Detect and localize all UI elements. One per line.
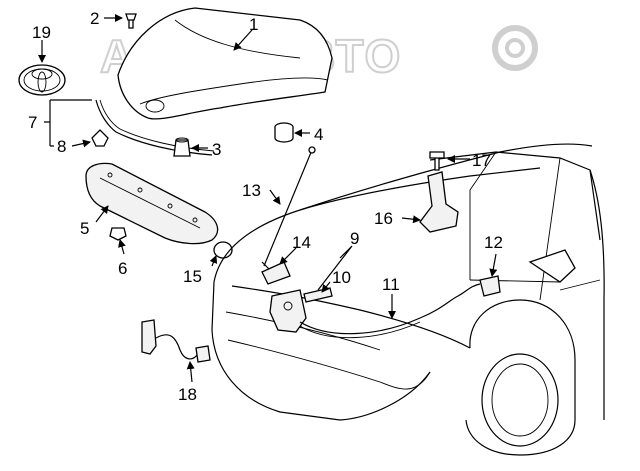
callout-7: 7 [28, 113, 37, 132]
hood-release-cable [299, 283, 481, 339]
vehicle-front [211, 143, 605, 456]
hood-hinge [419, 171, 459, 233]
insulator-clip [109, 227, 127, 241]
callout-3: 3 [212, 140, 221, 159]
hood-insulator [85, 162, 219, 245]
callout-4: 4 [314, 125, 323, 144]
callout-16: 16 [374, 209, 393, 228]
callout-2: 2 [90, 9, 99, 28]
release-cable-assembly [141, 319, 211, 363]
rod-holder [213, 241, 233, 259]
hood-lock [261, 261, 333, 333]
retainer-clip [91, 129, 109, 147]
callout-5: 5 [80, 219, 89, 238]
callout-17: 17 [472, 151, 491, 170]
callout-18: 18 [178, 385, 197, 404]
callout-12: 12 [484, 233, 503, 252]
callout-10: 10 [332, 268, 351, 287]
hinge-bolt [429, 151, 445, 171]
hood-panel [117, 7, 333, 120]
hood-stopper [274, 122, 294, 143]
hood-cushion [173, 137, 191, 157]
toyota-emblem [18, 64, 66, 96]
callout-14: 14 [292, 233, 311, 252]
release-lever [479, 275, 501, 297]
callout-labels: 1 2 3 4 5 6 7 8 9 10 11 12 13 14 15 16 1… [28, 9, 503, 404]
callout-9: 9 [350, 229, 359, 248]
callout-13: 13 [242, 181, 261, 200]
callout-1: 1 [249, 15, 258, 34]
callout-6: 6 [118, 259, 127, 278]
callout-19: 19 [32, 23, 51, 42]
hood-support-rod [261, 146, 316, 271]
leader-lines [38, 14, 498, 383]
callout-8: 8 [57, 137, 66, 156]
hood-clip [125, 13, 137, 29]
callout-11: 11 [382, 275, 400, 294]
callout-15: 15 [183, 267, 202, 286]
